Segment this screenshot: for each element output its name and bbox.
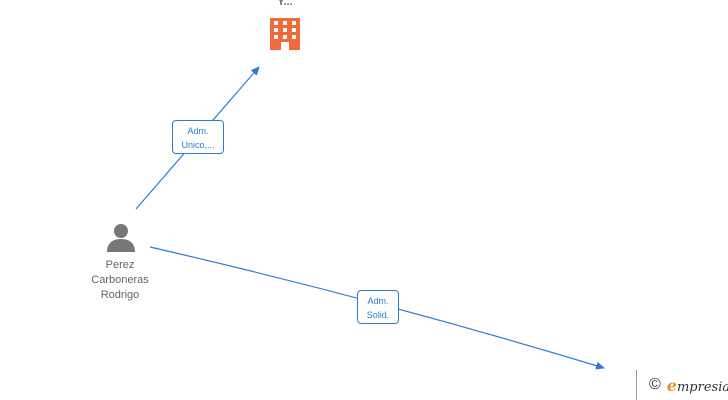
edge-label-adm-unico[interactable]: Adm. Unico,... [172,120,224,154]
copyright-symbol: © [649,376,661,393]
edge-label-adm-solid[interactable]: Adm. Solid. [357,290,399,324]
person-icon[interactable] [107,224,135,252]
building-icon[interactable] [270,18,300,50]
person-label[interactable]: Perez Carboneras Rodrigo [91,259,149,301]
company-label[interactable]: Y... [277,0,293,8]
brand-logo: empresia [666,375,728,395]
watermark: © empresia [636,370,728,400]
